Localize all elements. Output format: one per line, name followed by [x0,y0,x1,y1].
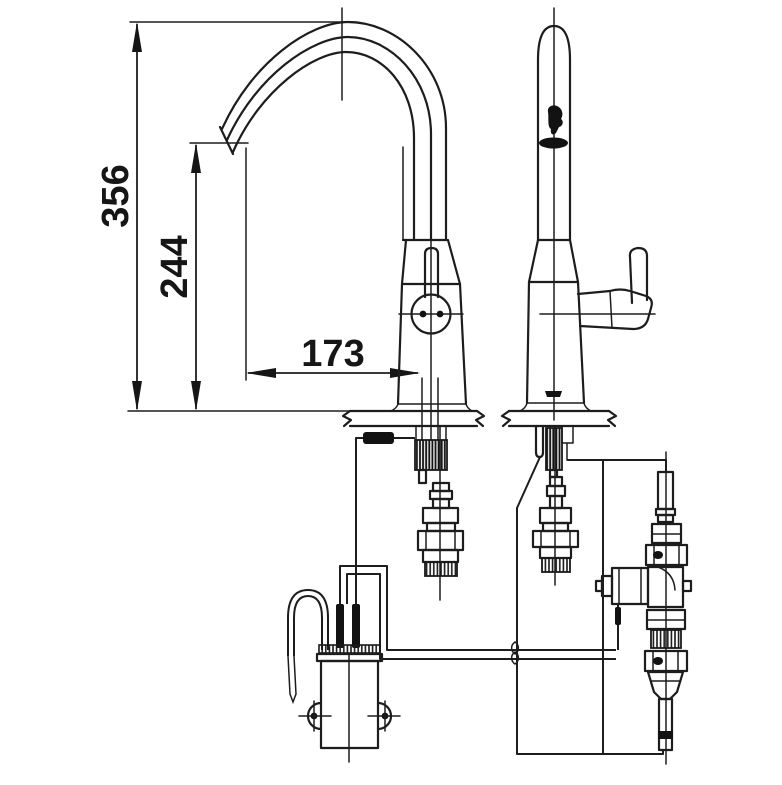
water-drop-sensor-icon [547,105,563,135]
solenoid-valve-assembly [594,451,693,765]
front-counter-deck [341,409,486,428]
sensor-window-band [539,137,568,149]
overflow-hose [293,595,323,656]
sensor-eye-dot-right [436,310,444,318]
valve-loop-tube [567,459,667,472]
cable-plug [352,604,360,648]
spout-outer-arc [220,20,448,242]
dimension-overall-height: 356 [95,21,351,412]
brand-logo-mark [545,391,562,397]
side-view-faucet [519,7,656,421]
sensor-eye-dot-left [419,310,427,318]
hex-nut [644,543,689,567]
dimension-spout-reach: 173 [245,147,420,381]
box-clamp-band [318,644,381,654]
overall-height-label: 356 [95,164,137,227]
cable-plug [363,432,394,444]
side-supply-stack [531,424,580,586]
probe-tip [287,655,297,705]
spout-reach-label: 173 [301,333,364,375]
front-supply-stack [414,425,465,601]
supply-hose [516,456,664,755]
handle-lever [576,246,653,331]
hose-ribbed-connector [414,439,448,471]
break-mark [341,409,353,428]
cable-plug [336,604,344,648]
front-view-faucet [218,7,473,427]
lever-front [423,246,440,299]
break-mark [606,409,618,428]
break-mark [500,409,512,428]
dimension-spout-height: 244 [154,142,249,411]
spout-tip-cap [218,125,235,156]
spout-inner-arc [231,50,416,242]
tubing-and-wiring [339,432,667,755]
solenoid-coil [610,566,650,606]
control-box [287,589,401,763]
side-counter-deck [500,409,618,428]
spout-height-label: 244 [154,235,196,298]
spout-mid-arc [225,35,433,242]
break-mark [474,409,486,428]
ribbed-cap [424,561,458,577]
